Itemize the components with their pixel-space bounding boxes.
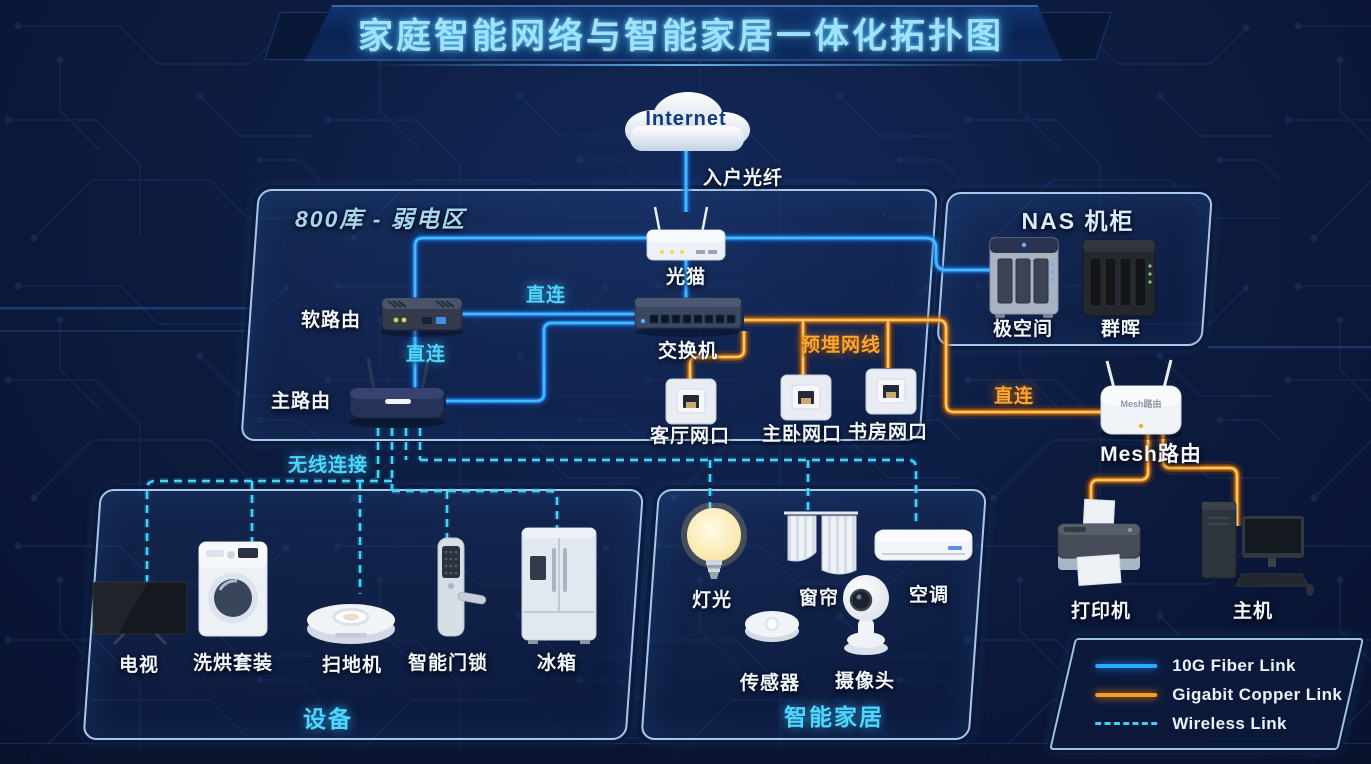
direct-link-label-soft-switch: 直连 (525, 285, 567, 306)
internet-cloud: Internet (603, 84, 769, 160)
light-label: 灯光 (691, 590, 733, 611)
switch-device (630, 288, 748, 340)
washer-label: 洗烘套装 (192, 653, 274, 674)
wall-port-living (662, 376, 720, 428)
nas-synology-device (1076, 230, 1162, 324)
legend-box: 10G Fiber Link Gigabit Copper Link Wirel… (1049, 638, 1364, 750)
camera-label: 摄像头 (834, 671, 896, 692)
washer-device (190, 536, 276, 644)
fridge-device (510, 520, 606, 652)
wall-port-study (862, 366, 920, 418)
light-bulb-device (676, 503, 752, 591)
title-banner: 家庭智能网络与智能家居一体化拓扑图 (304, 5, 1062, 61)
pc-label: 主机 (1232, 601, 1274, 622)
ac-device (870, 520, 977, 572)
port-study-label: 书房网口 (847, 422, 929, 443)
wireless-link-label: 无线连接 (287, 455, 369, 476)
port-master-label: 主卧网口 (761, 424, 843, 445)
direct-link-label-soft-main: 直连 (405, 344, 447, 365)
main-router-device (338, 352, 456, 432)
port-living-label: 客厅网口 (649, 426, 731, 447)
tv-label: 电视 (118, 655, 160, 676)
legend-row-fiber: 10G Fiber Link (1095, 651, 1350, 680)
zone-devices-title: 设备 (303, 706, 353, 732)
fridge-label: 冰箱 (536, 653, 578, 674)
mesh-router-body-text: Mesh路由 (1120, 399, 1162, 410)
nas-synology-label: 群晖 (1100, 319, 1142, 340)
tv-device (90, 578, 192, 650)
mesh-router-device: Mesh路由 (1090, 356, 1192, 442)
legend-copper-label: Gigabit Copper Link (1172, 684, 1343, 704)
legend-row-wireless: Wireless Link (1095, 709, 1350, 738)
fiber-line-swatch (1095, 663, 1158, 668)
vacuum-label: 扫地机 (321, 655, 383, 676)
internet-label: Internet (645, 108, 727, 130)
ac-label: 空调 (908, 585, 950, 606)
zone-weak-current-title: 800库 - 弱电区 (295, 206, 466, 232)
wall-port-master (777, 372, 835, 424)
copper-line-swatch (1095, 692, 1158, 697)
fiber-in-label: 入户光纤 (702, 168, 784, 189)
door-lock-device (418, 530, 490, 648)
curtain-device (780, 506, 862, 584)
printer-device (1050, 496, 1152, 600)
pc-device (1190, 496, 1315, 600)
embedded-cable-label: 预埋网线 (800, 335, 882, 356)
soft-router-device (372, 282, 472, 340)
curtain-label: 窗帘 (798, 588, 840, 609)
banner-underline (368, 64, 1008, 66)
direct-link-label-mesh: 直连 (993, 386, 1035, 407)
zone-nas-cabinet-title: NAS 机柜 (1021, 208, 1135, 234)
door-lock-label: 智能门锁 (407, 653, 489, 674)
legend-row-copper: Gigabit Copper Link (1095, 680, 1350, 709)
soft-router-label: 软路由 (300, 310, 362, 331)
legend-fiber-label: 10G Fiber Link (1172, 655, 1296, 675)
legend-wireless-label: Wireless Link (1172, 713, 1287, 733)
vacuum-device (303, 583, 399, 649)
sensor-label: 传感器 (739, 673, 801, 694)
printer-label: 打印机 (1070, 601, 1132, 622)
wireless-line-swatch (1095, 722, 1158, 725)
main-router-label: 主路由 (270, 391, 332, 412)
page-title: 家庭智能网络与智能家居一体化拓扑图 (357, 16, 1004, 56)
camera-device (830, 566, 902, 658)
sensor-device (736, 593, 808, 651)
nas-zspace-device (981, 226, 1067, 324)
switch-label: 交换机 (657, 341, 719, 362)
mesh-router-label: Mesh路由 (1100, 443, 1202, 466)
modem-device (640, 203, 732, 265)
zone-smart-home-title: 智能家居 (784, 704, 884, 730)
nas-zspace-label: 极空间 (992, 319, 1054, 340)
modem-label: 光猫 (665, 267, 707, 288)
